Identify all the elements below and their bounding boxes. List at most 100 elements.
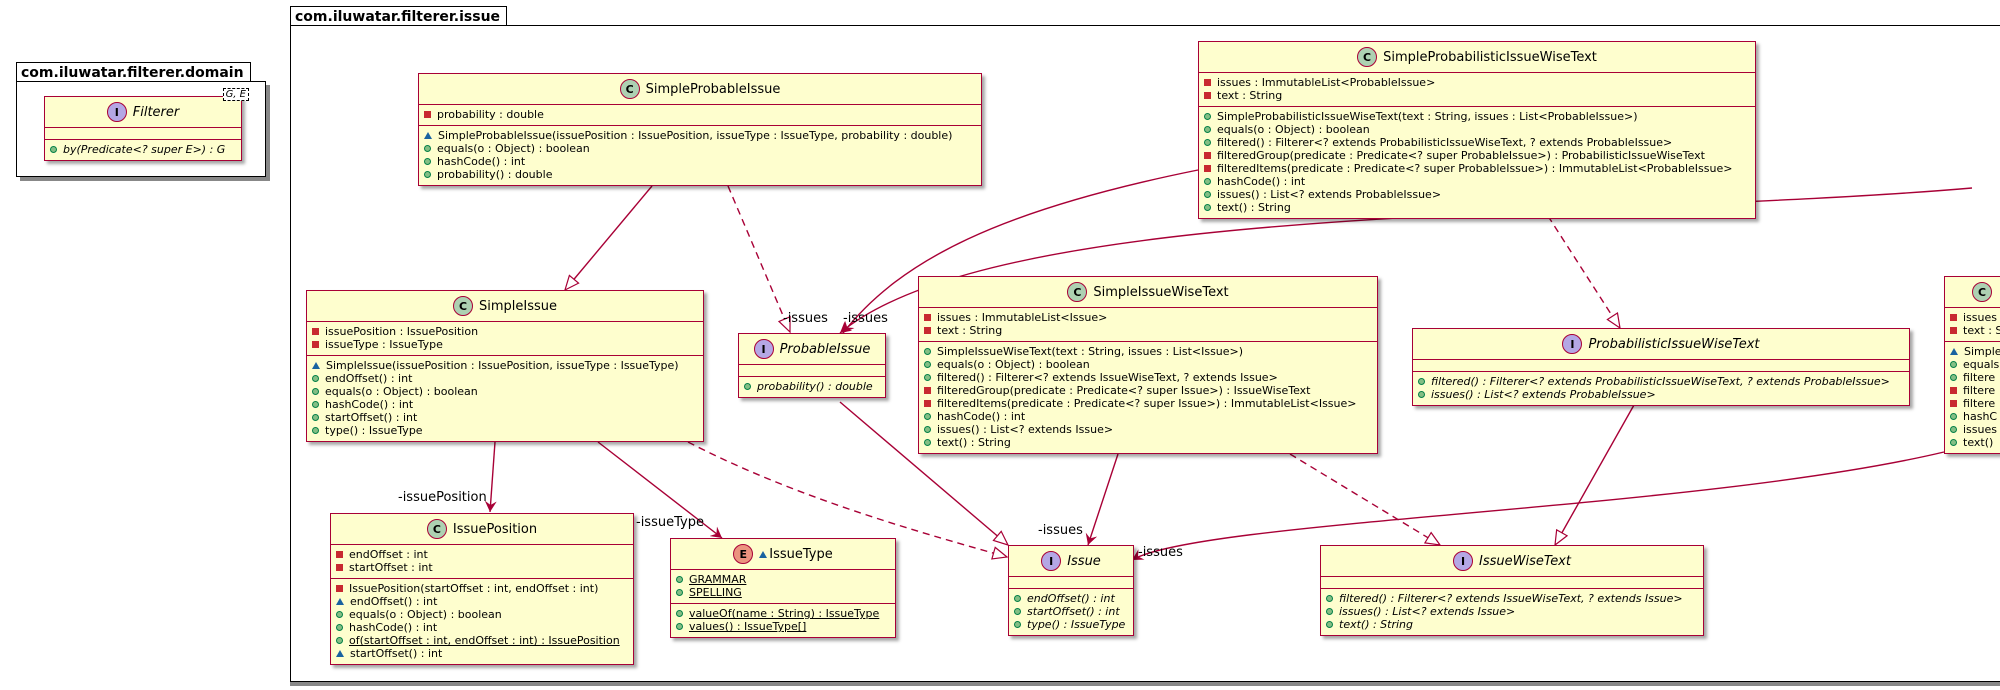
public-visibility-icon (50, 146, 57, 153)
class-name: IssueWiseText (1479, 553, 1571, 569)
member-text: IssuePosition(startOffset : int, endOffs… (349, 582, 599, 595)
member-text: SimpleIssue(issuePosition : IssuePositio… (326, 359, 679, 372)
package-tab-domain: com.iluwatar.filterer.domain (16, 62, 251, 82)
edge-simpleissue-implements-issue (687, 441, 1007, 557)
private-visibility-icon (1204, 92, 1211, 99)
member-text: issues (1963, 311, 1997, 324)
private-visibility-icon (1950, 400, 1957, 407)
member-text: equals(o : Object) : boolean (349, 608, 502, 621)
edge-label-issue-type: -issueType (636, 515, 704, 530)
private-visibility-icon (924, 387, 931, 394)
class-badge-icon: C (452, 296, 473, 316)
public-visibility-icon (1950, 374, 1957, 381)
public-visibility-icon (336, 611, 343, 618)
method-row: hashCode() : int (419, 155, 981, 168)
class-badge-icon: C (619, 79, 640, 99)
edge-simpleprobableissue-implements-probableissue (727, 185, 790, 332)
member-text: hashCode() : int (1217, 175, 1306, 188)
method-row: hashCode() : int (1199, 175, 1755, 188)
member-text: by(Predicate<? super E>) : G (63, 143, 226, 156)
method-row: text() : String (1321, 618, 1703, 631)
member-text: SimpleProbabilisticIssueWiseText(text : … (1217, 110, 1638, 123)
public-visibility-icon (1204, 204, 1211, 211)
package-visibility-icon (759, 550, 768, 558)
method-row: text() : String (919, 436, 1377, 449)
private-visibility-icon (424, 111, 431, 118)
class-header: C SimpleProbableIssue (419, 74, 981, 105)
methods-section: IssuePosition(startOffset : int, endOffs… (331, 579, 633, 664)
field-row: issues : ImmutableList<ProbableIssue> (1199, 76, 1755, 89)
field-row: startOffset : int (331, 561, 633, 574)
method-row: filtere (1945, 371, 2000, 384)
class-name: SimpleProbableIssue (645, 81, 781, 97)
fields-section (1009, 577, 1133, 589)
private-visibility-icon (336, 585, 343, 592)
method-row: filtere (1945, 397, 2000, 410)
method-row: filtere (1945, 384, 2000, 397)
edge-siwt-implements-issuewisetext (1289, 453, 1440, 545)
method-row: IssuePosition(startOffset : int, endOffs… (331, 582, 633, 595)
class-simple-issue[interactable]: C SimpleIssue issuePosition : IssuePositio… (306, 290, 704, 442)
member-text: endOffset : int (349, 548, 428, 561)
methods-section: probability() : double (739, 377, 885, 397)
private-visibility-icon (336, 564, 343, 571)
member-text: hashCode() : int (437, 155, 526, 168)
field-row: issuePosition : IssuePosition (307, 325, 703, 338)
member-text: SimpleIssueWiseText(text : String, issue… (937, 345, 1244, 358)
public-visibility-icon (1204, 191, 1211, 198)
package-visibility-icon (336, 598, 344, 605)
fields-section: issues : ImmutableList<ProbableIssue>tex… (1199, 73, 1755, 107)
method-row: hashCode() : int (919, 410, 1377, 423)
member-text: startOffset() : int (350, 647, 443, 660)
method-row: filteredGroup(predicate : Predicate<? su… (1199, 149, 1755, 162)
member-text: hashCode() : int (349, 621, 438, 634)
private-visibility-icon (1204, 165, 1211, 172)
edge-label-issue-position: -issuePosition (398, 490, 487, 505)
class-header: C SimpleIssue (307, 291, 703, 322)
member-text: issues() : List<? extends Issue> (937, 423, 1114, 436)
method-row: filtered() : Filterer<? extends Probabil… (1413, 375, 1909, 388)
class-badge-icon: C (1357, 47, 1378, 67)
method-row: SimpleProbableIssue(issuePosition : Issu… (419, 129, 981, 142)
method-row: of(startOffset : int, endOffset : int) :… (331, 634, 633, 647)
edge-spiwt-implements-piwt (1547, 215, 1620, 328)
class-name: SimpleIssue (478, 298, 557, 314)
method-row: startOffset() : int (307, 411, 703, 424)
public-visibility-icon (1950, 426, 1957, 433)
public-visibility-icon (676, 610, 683, 617)
member-text: filteredItems(predicate : Predicate<? su… (1217, 162, 1733, 175)
package-visibility-icon (424, 132, 432, 139)
public-visibility-icon (924, 439, 931, 446)
private-visibility-icon (924, 400, 931, 407)
member-text: text : String (937, 324, 1003, 337)
public-visibility-icon (924, 413, 931, 420)
edge-simpleissue-issuetype (597, 441, 723, 539)
package-visibility-icon (1950, 348, 1958, 355)
member-text: GRAMMAR (689, 573, 747, 586)
member-text: text() : String (1339, 618, 1414, 631)
edge-piwt-extends-issuewisetext (1555, 404, 1635, 545)
method-row: filteredItems(predicate : Predicate<? su… (1199, 162, 1755, 175)
public-visibility-icon (1326, 608, 1333, 615)
interface-badge-icon: I (106, 102, 127, 122)
methods-section: SimpleIssueWiseText(text : String, issue… (919, 342, 1377, 453)
public-visibility-icon (312, 427, 319, 434)
method-row: issues() : List<? extends ProbableIssue> (1199, 188, 1755, 201)
member-text: equals(o : Object) : boolean (937, 358, 1090, 371)
